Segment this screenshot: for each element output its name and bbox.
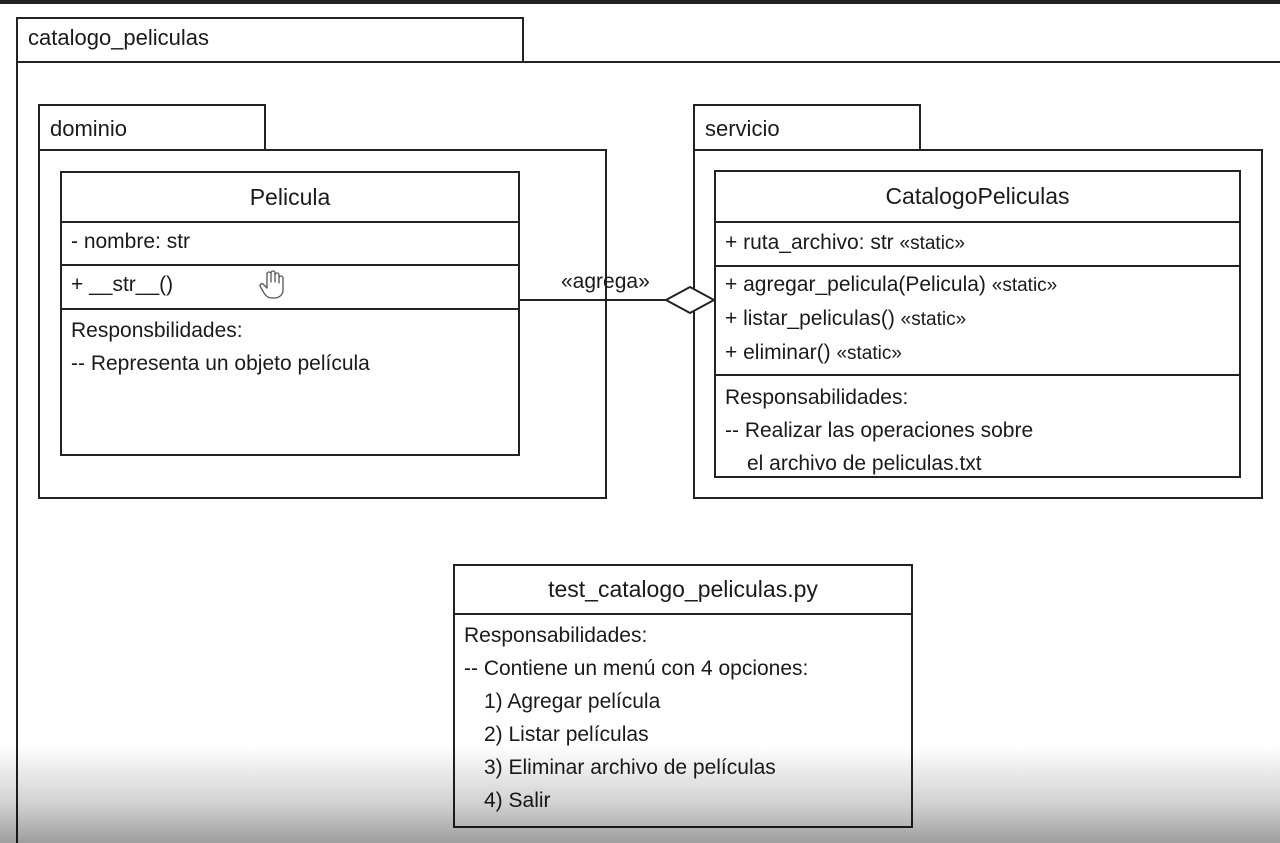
method-str: + __str__() — [71, 273, 174, 296]
stereotype-static: «static» — [900, 309, 967, 330]
responsibilities-heading: Responsabilidades: — [464, 624, 648, 647]
responsibility-item-continued: el archivo de peliculas.txt — [747, 452, 982, 475]
responsibility-item: -- Realizar las operaciones sobre — [725, 419, 1034, 442]
hand-pointer-icon — [259, 270, 284, 299]
class-catalogo-peliculas: CatalogoPeliculas + ruta_archivo: str «s… — [714, 170, 1241, 478]
class-responsibilities: Responsabilidades: -- Contiene un menú c… — [455, 615, 911, 823]
class-responsibilities: Responsabilidades: -- Realizar las opera… — [716, 376, 1239, 486]
menu-option-2: 2) Listar películas — [484, 723, 649, 746]
stereotype-static: «static» — [991, 275, 1058, 296]
class-name: Pelicula — [62, 173, 518, 223]
method-agregar-pelicula: + agregar_pelicula(Pelicula) «static» — [725, 268, 1230, 302]
class-name: test_catalogo_peliculas.py — [455, 566, 911, 615]
responsibilities-heading: Responsabilidades: — [725, 386, 909, 409]
attribute-nombre: - nombre: str — [71, 230, 191, 253]
stereotype-static: «static» — [836, 343, 902, 364]
class-pelicula: Pelicula - nombre: str + __str__() Respo… — [60, 171, 520, 456]
responsibilities-heading: Responsbilidades: — [71, 319, 243, 342]
relation-label: «agrega» — [561, 270, 650, 293]
class-test-catalogo-peliculas: test_catalogo_peliculas.py Responsabilid… — [453, 564, 913, 828]
method-text: + listar_peliculas() — [725, 307, 901, 330]
package-tab-catalogo-peliculas: catalogo_peliculas — [16, 17, 524, 63]
method-text: + eliminar() — [725, 341, 837, 364]
package-name: dominio — [50, 116, 128, 141]
package-tab-dominio: dominio — [38, 104, 266, 152]
class-name: CatalogoPeliculas — [716, 172, 1239, 223]
method-eliminar: + eliminar() «static» — [725, 336, 1230, 370]
package-name: catalogo_peliculas — [28, 25, 210, 50]
class-attributes: + ruta_archivo: str «static» — [716, 223, 1239, 267]
class-methods: + agregar_pelicula(Pelicula) «static» + … — [716, 267, 1239, 376]
class-attributes: - nombre: str — [62, 223, 518, 266]
top-border — [0, 0, 1280, 4]
attribute-ruta-archivo: + ruta_archivo: str «static» — [725, 227, 1230, 260]
method-text: + agregar_pelicula(Pelicula) — [725, 273, 992, 296]
package-tab-servicio: servicio — [693, 104, 921, 152]
menu-option-3: 3) Eliminar archivo de películas — [484, 756, 776, 779]
method-listar-peliculas: + listar_peliculas() «static» — [725, 302, 1230, 336]
class-responsibilities: Responsbilidades: -- Representa un objet… — [62, 310, 518, 386]
class-methods: + __str__() — [62, 266, 518, 310]
aggregation-diamond-icon — [663, 285, 717, 315]
responsibility-item: -- Representa un objeto película — [71, 352, 370, 375]
responsibility-item: -- Contiene un menú con 4 opciones: — [464, 657, 809, 680]
package-name: servicio — [705, 116, 780, 141]
stereotype-static: «static» — [899, 233, 965, 254]
menu-option-4: 4) Salir — [484, 789, 551, 812]
menu-option-1: 1) Agregar película — [484, 690, 661, 713]
attribute-text: + ruta_archivo: str — [725, 231, 900, 254]
